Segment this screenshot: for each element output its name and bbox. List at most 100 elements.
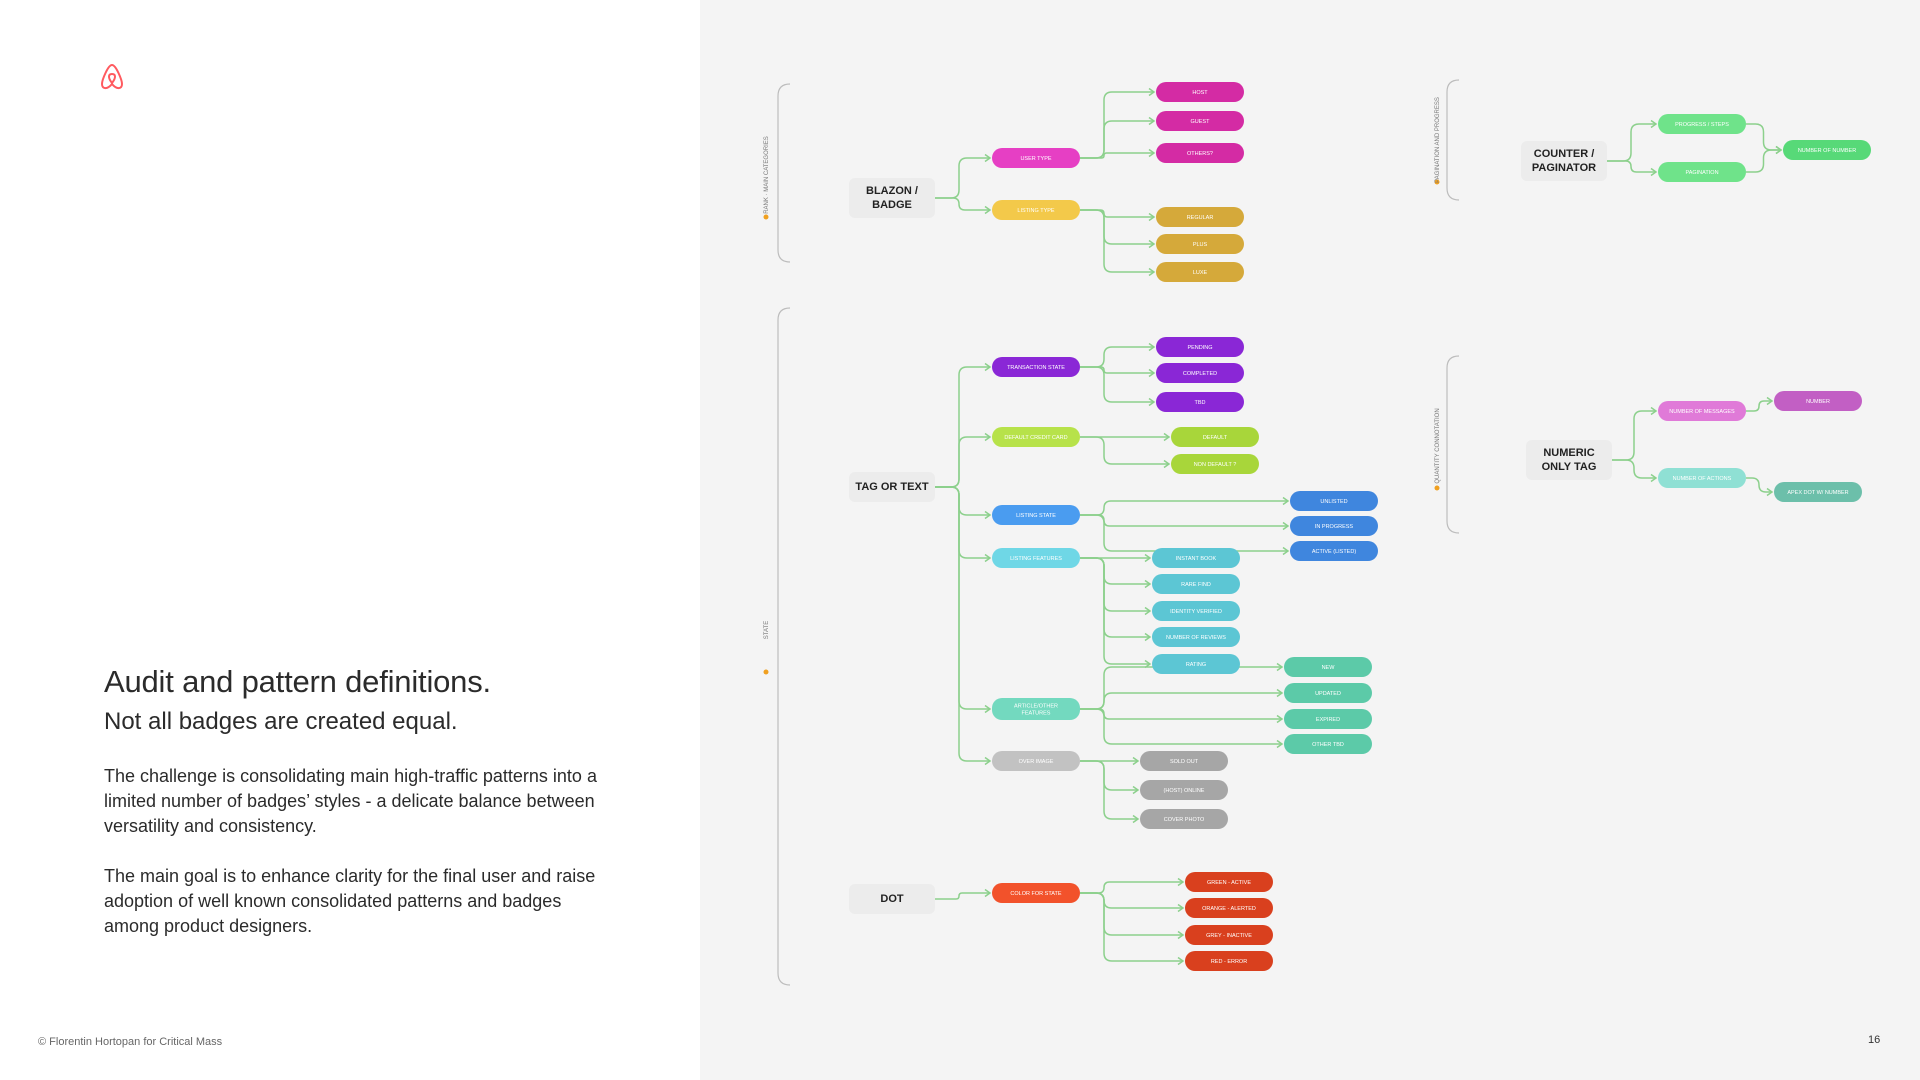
badge-label: OTHERS? [1187, 151, 1213, 157]
connector-r_tag-transaction_state [935, 366, 990, 488]
root-node-box [849, 178, 935, 218]
connector-listing_features-number_reviews [1080, 557, 1150, 638]
connector-listing_features-rating [1080, 557, 1150, 665]
connector-r_numeric-number_actions [1612, 459, 1656, 479]
arrowhead-user_type-0 [984, 153, 992, 163]
badge-label: PLUS [1193, 242, 1208, 248]
badge-pill [1156, 337, 1244, 357]
badge-node-in-progress: IN PROGRESS [1290, 516, 1378, 536]
root-node-label: BADGE [872, 199, 912, 211]
connector-article_features-other_tbd [1080, 708, 1282, 745]
connector-pagination-number_of_number [1746, 149, 1781, 173]
badge-node-over-image: OVER IMAGE [992, 751, 1080, 771]
badge-node-number: NUMBER [1774, 391, 1862, 411]
arrowhead-orange_alerted-36 [1177, 903, 1185, 913]
badge-node-luxe: LUXE [1156, 262, 1244, 282]
arrowhead-number_reviews-25 [1144, 632, 1152, 642]
arrowhead-number-45 [1766, 396, 1774, 406]
badge-node-unlisted: UNLISTED [1290, 491, 1378, 511]
badge-node-active-listed: ACTIVE (LISTED) [1290, 541, 1378, 561]
connector-r_dot-color_state [935, 892, 990, 900]
badge-pill [1156, 363, 1244, 383]
arrowhead-luxe-7 [1148, 267, 1156, 277]
arrowhead-updated-28 [1276, 688, 1284, 698]
bracket-pagination-marker [1434, 179, 1440, 185]
badge-label: NON DEFAULT ? [1194, 462, 1237, 468]
badge-label: IDENTITY VERIFIED [1170, 609, 1222, 615]
connectors [935, 87, 1783, 966]
badge-pill [1152, 627, 1240, 647]
arrowhead-color_state-34 [984, 888, 992, 898]
arrowhead-in_progress-20 [1282, 521, 1290, 531]
bracket-pagination [1446, 79, 1460, 201]
arrowhead-transaction_state-8 [984, 362, 992, 372]
badge-node-number-of-number: NUMBER OF NUMBER [1783, 140, 1871, 160]
badge-node-number-actions: NUMBER OF ACTIONS [1658, 468, 1746, 488]
root-node-dot: DOT [849, 884, 935, 914]
bracket-quantity-label: QUANTITY CONNOTATION [1435, 408, 1441, 483]
badge-label: NUMBER OF NUMBER [1798, 148, 1856, 154]
badge-pill [992, 548, 1080, 568]
root-node-label: PAGINATOR [1532, 162, 1596, 174]
bracket-quantity [1446, 355, 1460, 534]
badge-label: USER TYPE [1020, 156, 1051, 162]
badge-pill [1156, 82, 1244, 102]
arrowhead-pending-14 [1148, 342, 1156, 352]
badge-node-listing-type: LISTING TYPE [992, 200, 1080, 220]
connector-listing_type-luxe [1080, 209, 1154, 273]
badge-pill [1284, 657, 1372, 677]
connector-number_actions-apex_dot [1746, 477, 1772, 493]
connector-color_state-orange_alerted [1080, 892, 1183, 909]
badge-node-new: NEW [1284, 657, 1372, 677]
connector-color_state-red_error [1080, 892, 1183, 962]
badge-pill [1284, 734, 1372, 754]
arrowhead-over_image-13 [984, 756, 992, 766]
badge-label: SOLD OUT [1170, 759, 1199, 765]
badge-pill [992, 698, 1080, 720]
arrowhead-default-17 [1163, 432, 1171, 442]
copyright-footer: © Florentin Hortopan for Critical Mass [38, 1036, 223, 1048]
arrowhead-red_error-38 [1177, 956, 1185, 966]
connector-transaction_state-completed [1080, 366, 1154, 374]
connector-transaction_state-tbd [1080, 366, 1154, 403]
badge-pill [992, 883, 1080, 903]
badge-node-regular: REGULAR [1156, 207, 1244, 227]
bracket-rank-label: RANK · MAIN CATEGORIES [764, 136, 770, 214]
badge-pill [1284, 683, 1372, 703]
arrowhead-apex_dot-46 [1766, 487, 1774, 497]
root-node-label: ONLY TAG [1542, 461, 1597, 473]
badge-label: GREEN - ACTIVE [1207, 880, 1251, 886]
badge-label: PENDING [1187, 345, 1212, 351]
badge-pill [1156, 143, 1244, 163]
bracket-quantity-marker [1434, 485, 1440, 491]
arrowhead-host-2 [1148, 87, 1156, 97]
connector-r_tag-listing_features [935, 486, 990, 559]
arrowhead-grey_inactive-37 [1177, 930, 1185, 940]
connector-r_blazon-user_type [935, 157, 990, 199]
root-node-label: COUNTER / [1534, 148, 1595, 160]
badge-node-listing-state: LISTING STATE [992, 505, 1080, 525]
badge-label: OTHER TBD [1312, 742, 1344, 748]
arrowhead-cover_photo-33 [1132, 814, 1140, 824]
root-node-label: DOT [880, 893, 904, 905]
badge-label: DEFAULT [1203, 435, 1228, 441]
body-paragraph-challenge: The challenge is consolidating main high… [104, 766, 597, 836]
badge-label: NUMBER OF REVIEWS [1166, 635, 1226, 641]
root-node-tag: TAG OR TEXT [849, 472, 935, 502]
connector-color_state-green_active [1080, 881, 1183, 894]
badge-node-updated: UPDATED [1284, 683, 1372, 703]
arrowhead-number_of_number-42 [1775, 145, 1783, 155]
badge-pill [1140, 780, 1228, 800]
badge-label: APEX DOT W/ NUMBER [1787, 490, 1848, 496]
badge-label: (HOST) ONLINE [1164, 788, 1205, 794]
badge-node-orange-alerted: ORANGE - ALERTED [1185, 898, 1273, 918]
badge-label: DEFAULT CREDIT CARD [1004, 435, 1067, 441]
connector-r_blazon-listing_type [935, 197, 990, 211]
badge-pill [1156, 111, 1244, 131]
root-node-label: NUMERIC [1543, 447, 1594, 459]
connector-user_type-others [1080, 152, 1154, 159]
badge-label: COMPLETED [1183, 371, 1217, 377]
arrowhead-unlisted-19 [1282, 496, 1290, 506]
arrowhead-expired-29 [1276, 714, 1284, 724]
badge-node-expired: EXPIRED [1284, 709, 1372, 729]
